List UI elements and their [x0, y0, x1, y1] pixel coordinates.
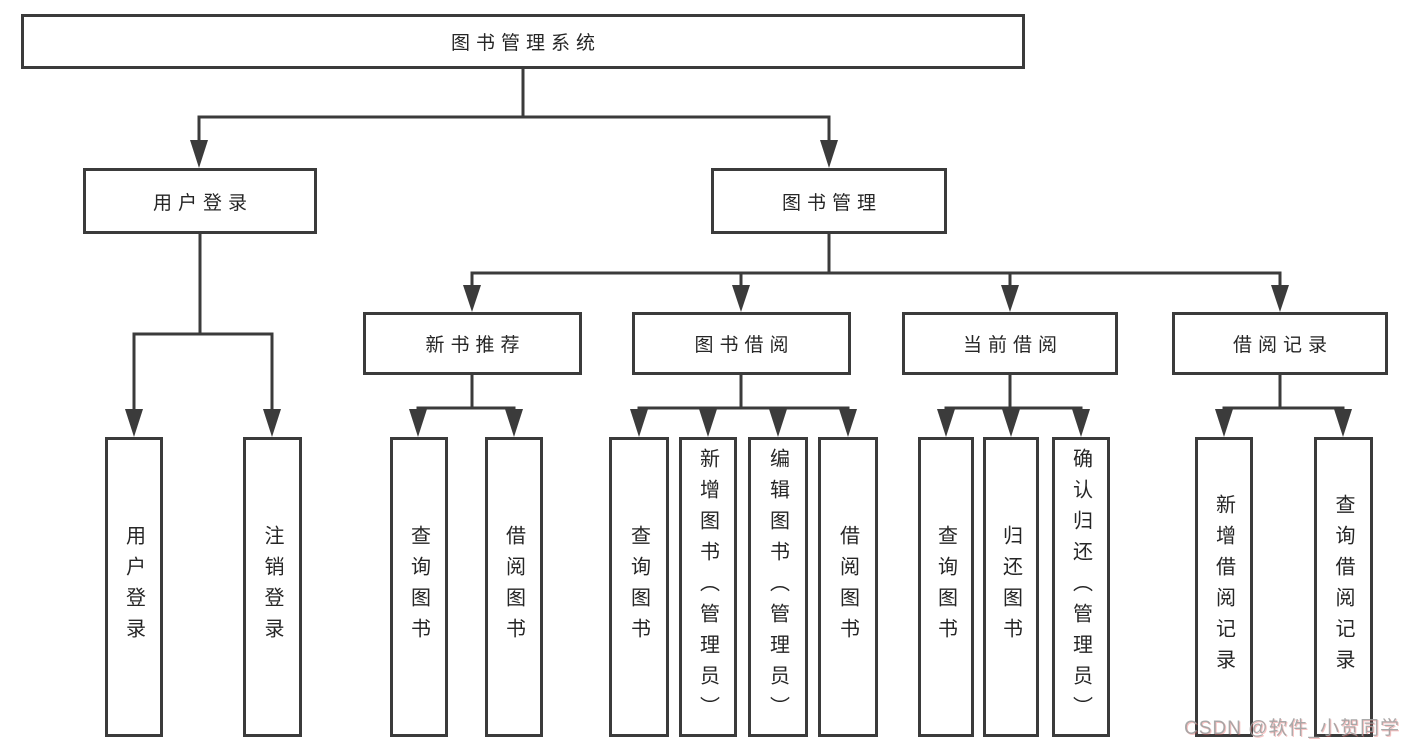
leaf-confirm-return-admin: 确认归还（管理员）: [1052, 437, 1110, 737]
leaf-logout: 注销登录: [243, 437, 302, 737]
node-new-book-recommendation: 新书推荐: [363, 312, 582, 375]
node-current-borrowing: 当前借阅: [902, 312, 1118, 375]
leaf-label: 查询图书: [407, 525, 430, 649]
node-label: 借阅记录: [1232, 335, 1333, 356]
node-label: 用户登录: [152, 192, 253, 214]
node-library-management-system: 图书管理系统: [21, 14, 1025, 69]
edge-borrow-bar: [637, 406, 850, 413]
leaf-edit-books-admin: 编辑图书（管理员）: [748, 437, 808, 737]
edge-newbook-bar: [416, 406, 516, 413]
arrow-icon: [937, 409, 955, 437]
arrow-icon: [125, 409, 143, 437]
arrow-icon: [630, 409, 648, 437]
node-label: 图书借阅: [694, 335, 795, 356]
leaf-label: 借阅图书: [502, 525, 525, 649]
leaf-label: 新增借阅记录: [1212, 494, 1235, 680]
leaf-query-books-current: 查询图书: [918, 437, 974, 737]
csdn-watermark: CSDN @软件_小贺同学: [1184, 718, 1400, 739]
leaf-user-login: 用户登录: [105, 437, 163, 737]
arrow-icon: [190, 140, 208, 168]
leaf-return-books: 归还图书: [983, 437, 1039, 737]
edge-record-bar: [1222, 406, 1345, 413]
edge-mgmt-bar: [470, 271, 1282, 288]
arrow-icon: [732, 285, 750, 312]
leaf-add-books-admin: 新增图书（管理员）: [679, 437, 737, 737]
node-label: 图书管理系统: [450, 33, 601, 54]
arrow-icon: [699, 409, 717, 437]
leaf-query-books-borrowing: 查询图书: [609, 437, 669, 737]
arrow-icon: [1001, 285, 1019, 312]
leaf-label: 注销登录: [261, 525, 283, 649]
arrow-icon: [505, 409, 523, 437]
arrow-icon: [463, 285, 481, 312]
arrow-icon: [263, 409, 281, 437]
arrow-icon: [1002, 409, 1020, 437]
arrow-icon: [769, 409, 787, 437]
node-label: 图书管理: [781, 192, 882, 214]
leaf-label: 归还图书: [999, 525, 1022, 649]
arrow-icon: [1271, 285, 1289, 312]
leaf-add-borrow-record: 新增借阅记录: [1195, 437, 1253, 737]
edge-login-bar: [132, 332, 274, 412]
leaf-query-books-newbook: 查询图书: [390, 437, 448, 737]
leaf-query-borrow-record: 查询借阅记录: [1314, 437, 1373, 737]
leaf-label: 查询借阅记录: [1332, 494, 1354, 680]
leaf-label: 新增图书（管理员）: [696, 447, 719, 727]
node-label: 新书推荐: [425, 335, 526, 356]
node-label: 当前借阅: [962, 335, 1063, 356]
arrow-icon: [1334, 409, 1352, 437]
arrow-icon: [820, 140, 838, 168]
leaf-label: 借阅图书: [836, 525, 859, 649]
node-user-login: 用户登录: [83, 168, 317, 234]
arrow-icon: [1072, 409, 1090, 437]
node-book-borrowing: 图书借阅: [632, 312, 851, 375]
leaf-label: 确认归还（管理员）: [1069, 447, 1092, 727]
arrow-icon: [409, 409, 427, 437]
leaf-label: 编辑图书（管理员）: [766, 447, 789, 727]
edge-root-bar: [197, 115, 831, 142]
leaf-label: 查询图书: [627, 525, 650, 649]
node-book-management: 图书管理: [711, 168, 947, 234]
leaf-label: 用户登录: [122, 525, 145, 649]
node-borrowing-records: 借阅记录: [1172, 312, 1388, 375]
arrow-icon: [839, 409, 857, 437]
leaf-borrow-books-newbook: 借阅图书: [485, 437, 543, 737]
arrow-icon: [1215, 409, 1233, 437]
leaf-label: 查询图书: [934, 525, 957, 649]
leaf-borrow-books: 借阅图书: [818, 437, 878, 737]
